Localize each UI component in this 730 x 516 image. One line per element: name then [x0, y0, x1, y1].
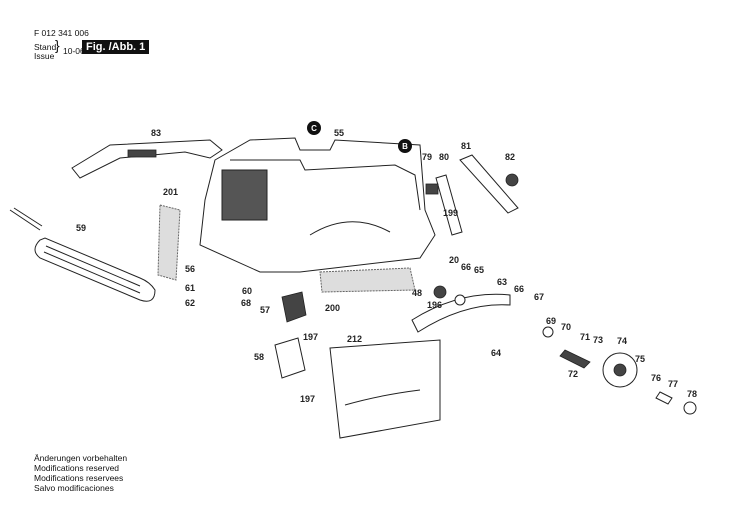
figure-label: Fig. /Abb. 1 [82, 40, 150, 54]
callout: 48 [412, 288, 422, 298]
callout: 57 [260, 305, 270, 315]
part-200-sheet [319, 267, 416, 293]
part-83-handle [71, 139, 223, 179]
callout: 80 [439, 152, 449, 162]
cover-slot [344, 389, 421, 406]
part-58 [274, 337, 306, 379]
callout: 58 [254, 352, 264, 362]
callout: 200 [325, 303, 340, 313]
part-82 [505, 173, 519, 187]
base-cutout [309, 221, 391, 236]
part-69 [542, 326, 554, 338]
logo-plate [127, 149, 157, 158]
wheel-hub [613, 363, 627, 377]
callout: 212 [347, 334, 362, 344]
cord [9, 207, 43, 231]
callout: 70 [561, 322, 571, 332]
callout: 67 [534, 292, 544, 302]
part-196 [454, 294, 466, 306]
callout: 59 [76, 223, 86, 233]
callout: 65 [474, 265, 484, 275]
callout: 197 [300, 394, 315, 404]
callout: 201 [163, 187, 178, 197]
callout: 73 [593, 335, 603, 345]
callout: 20 [449, 255, 459, 265]
part-71 [559, 349, 591, 369]
callout: 76 [651, 373, 661, 383]
marker-b-label: B [402, 142, 408, 151]
callout: 61 [185, 283, 195, 293]
callout: 63 [497, 277, 507, 287]
callout: 68 [241, 298, 251, 308]
marker-c-label: C [311, 124, 317, 133]
part-76 [655, 391, 673, 405]
note: Änderungen vorbehalten [34, 453, 128, 463]
part-48 [433, 285, 447, 299]
callout: 60 [242, 286, 252, 296]
part-79 [425, 183, 439, 195]
callout: 64 [491, 348, 501, 358]
part-201-sheet [157, 204, 181, 281]
part-80-link [435, 174, 463, 236]
callout: 66 [461, 262, 471, 272]
callout: 71 [580, 332, 590, 342]
callout: 56 [185, 264, 195, 274]
callout: 83 [151, 128, 161, 138]
callout: 66 [514, 284, 524, 294]
base-vents [221, 169, 268, 221]
note: Modifications reservees [34, 473, 124, 483]
callout: 197 [303, 332, 318, 342]
callout: 72 [568, 369, 578, 379]
callout: 75 [635, 354, 645, 364]
part-57 [281, 291, 307, 323]
note: Modifications reserved [34, 463, 120, 473]
base-edge [230, 159, 421, 211]
callout: 82 [505, 152, 515, 162]
brace: } [55, 37, 60, 53]
callout: 62 [185, 298, 195, 308]
part-63-rail [411, 293, 511, 333]
notes: Änderungen vorbehalten Modifications res… [34, 453, 127, 493]
issue-label: Issue [34, 51, 55, 61]
callout: 81 [461, 141, 471, 151]
stand-label: Stand [34, 42, 57, 52]
callout: 74 [617, 336, 627, 346]
callout: 69 [546, 316, 556, 326]
part-212-cover [329, 339, 441, 439]
part-number: F 012 341 006 [34, 28, 89, 38]
callouts: 83 55 79 80 81 82 201 59 199 56 61 62 60… [76, 128, 697, 404]
part-78 [683, 401, 697, 415]
issue-date: 10-06-28 [63, 46, 98, 56]
callout: 55 [334, 128, 344, 138]
callout: 79 [422, 152, 432, 162]
band-grooves [43, 245, 141, 294]
part-81-link [459, 154, 519, 214]
note: Salvo modificaciones [34, 483, 114, 493]
callout: 196 [427, 300, 442, 310]
callout: 199 [443, 208, 458, 218]
callout: 78 [687, 389, 697, 399]
callout: 77 [668, 379, 678, 389]
marker-c [307, 121, 321, 135]
marker-b [398, 139, 412, 153]
